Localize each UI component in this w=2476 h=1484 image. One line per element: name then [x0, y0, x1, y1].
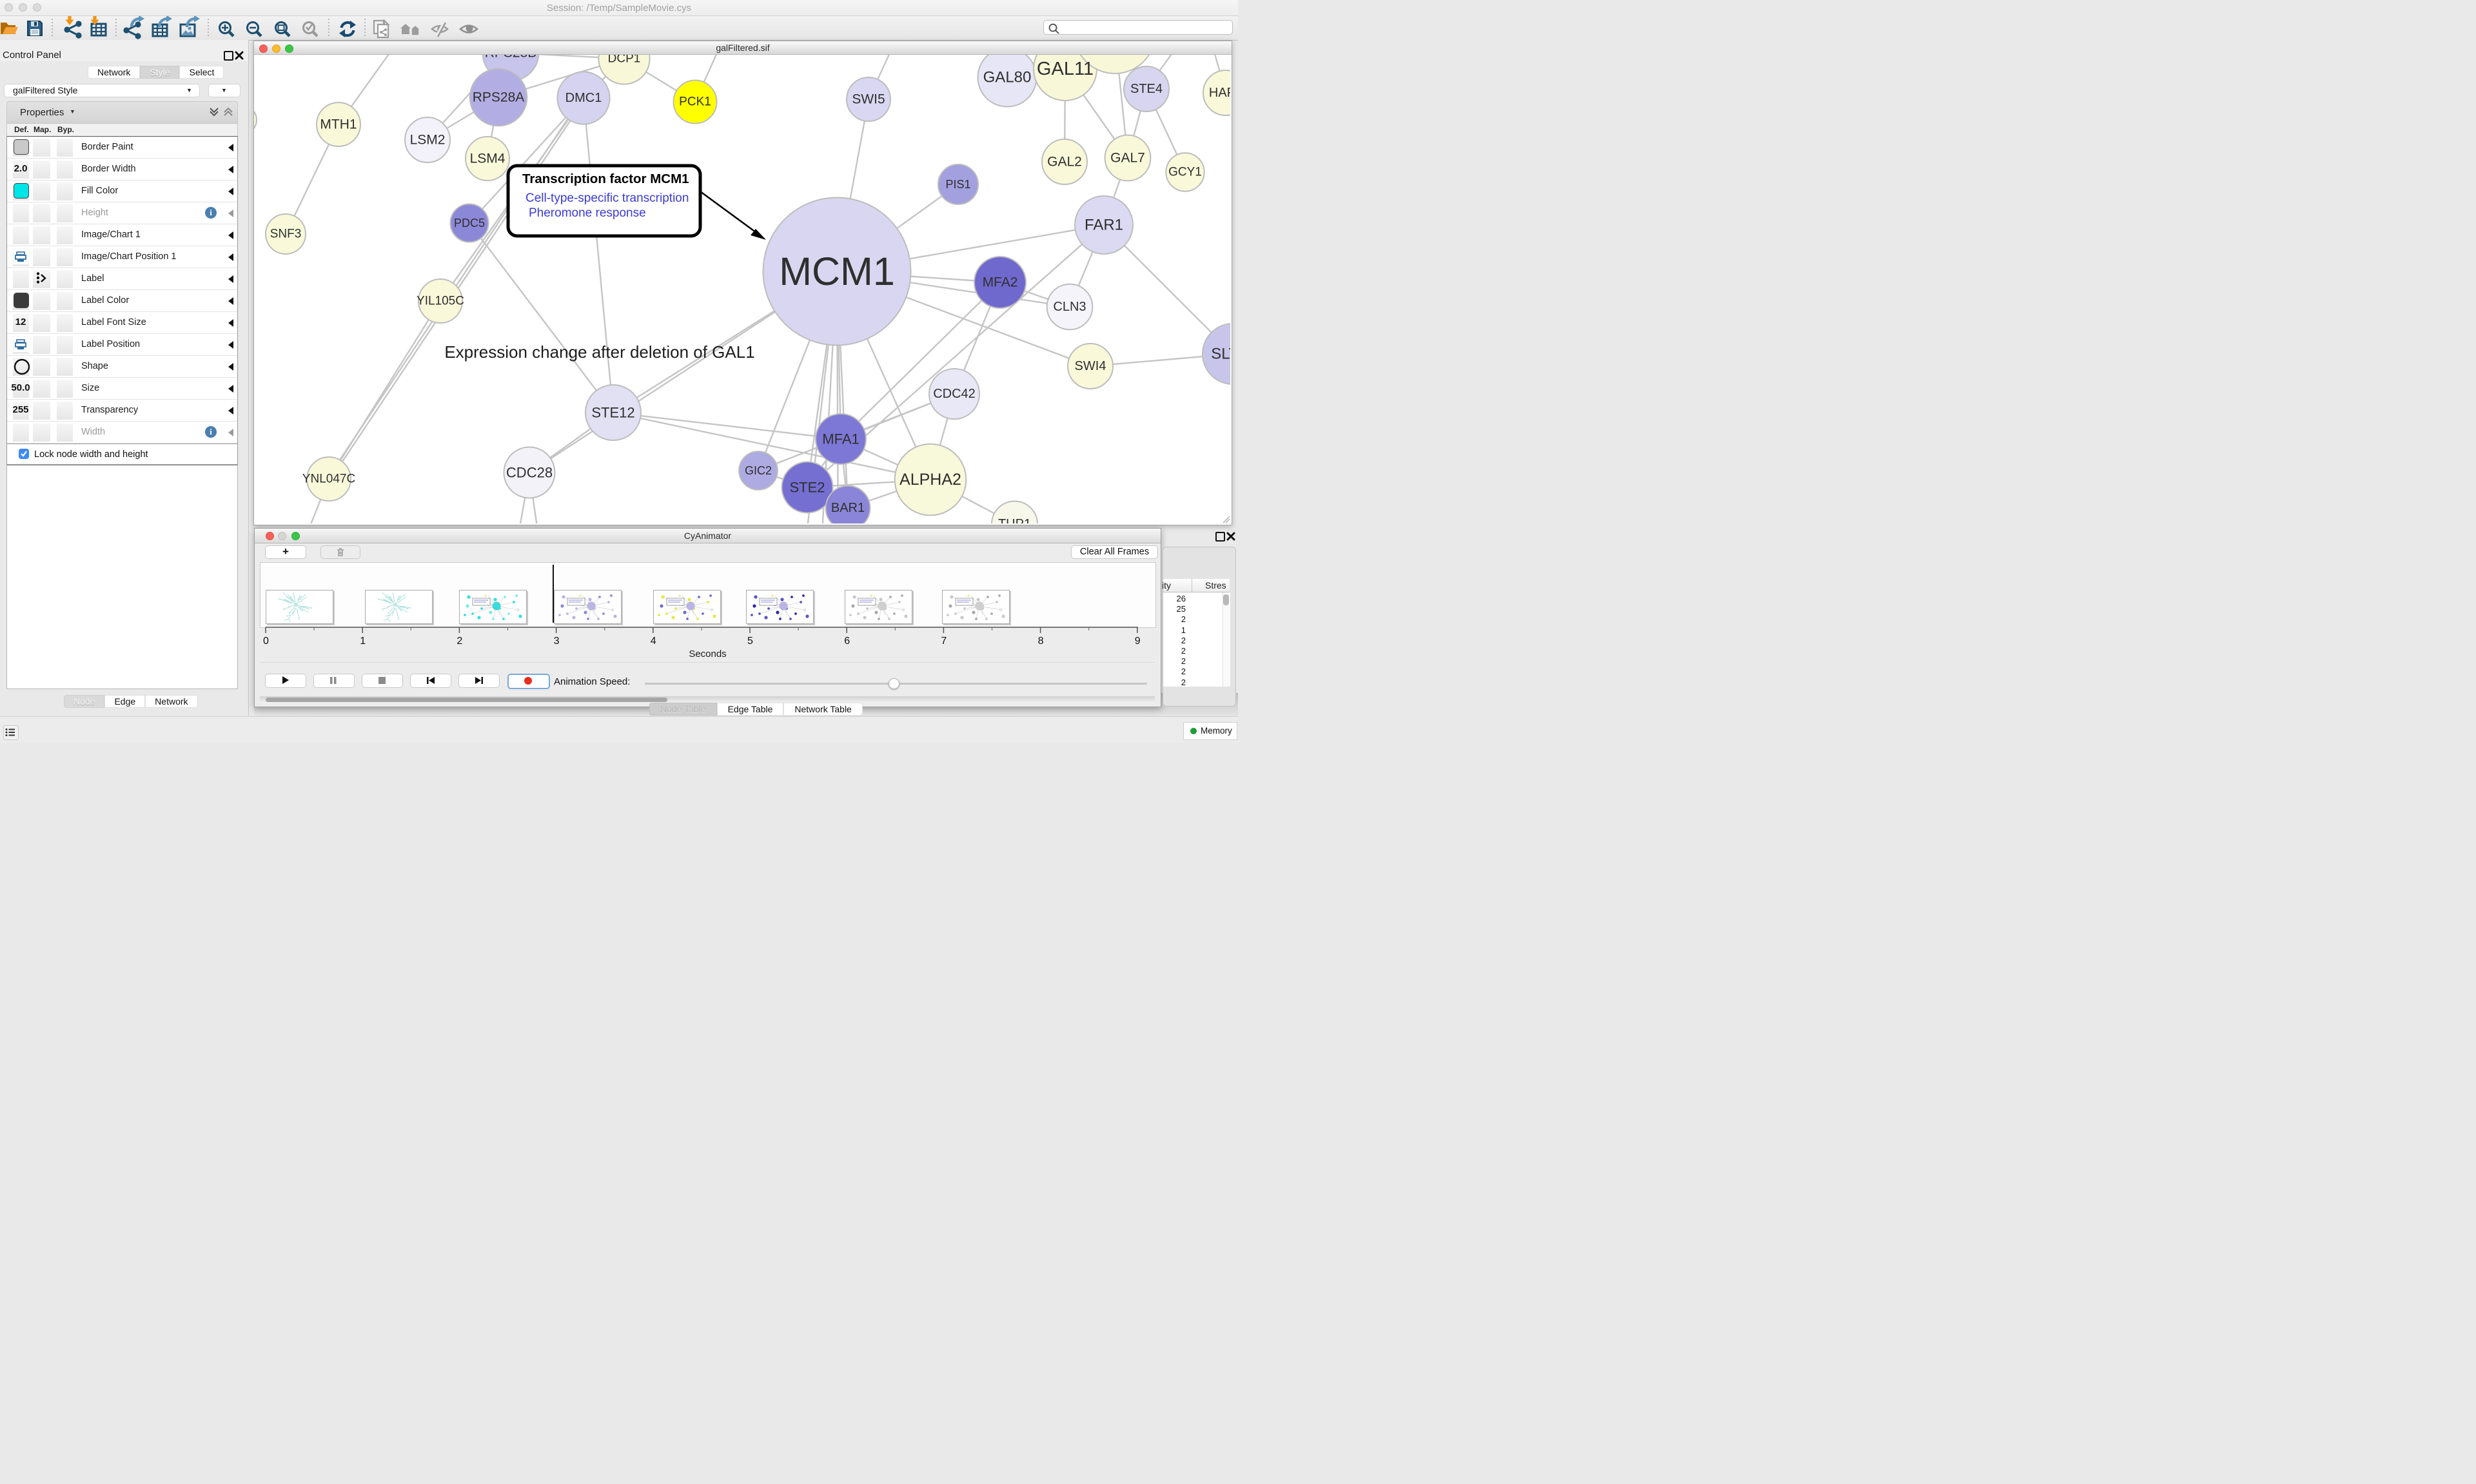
svg-text:MFA1: MFA1 [822, 431, 859, 447]
svg-text:TUP1: TUP1 [998, 517, 1031, 523]
svg-text:GAL7: GAL7 [1110, 151, 1145, 166]
svg-text:FAR1: FAR1 [1085, 217, 1123, 234]
svg-text:Expression change after deleti: Expression change after deletion of GAL1 [444, 342, 754, 362]
svg-text:GAL2: GAL2 [1047, 155, 1082, 170]
svg-text:CLN3: CLN3 [1053, 300, 1086, 314]
svg-text:STE2: STE2 [789, 480, 825, 496]
svg-text:GIC2: GIC2 [745, 464, 772, 477]
svg-text:DMC1: DMC1 [565, 91, 602, 105]
svg-text:YNL047C: YNL047C [302, 473, 355, 486]
svg-text:MFA2: MFA2 [983, 275, 1018, 290]
svg-text:YIL105C: YIL105C [417, 295, 464, 308]
svg-text:DCP1: DCP1 [608, 55, 641, 66]
svg-text:LSM2: LSM2 [410, 133, 446, 148]
svg-text:BAR1: BAR1 [831, 501, 865, 515]
svg-text:GAL80: GAL80 [983, 69, 1032, 86]
svg-text:SWI5: SWI5 [852, 92, 885, 107]
svg-text:RPS28B: RPS28B [485, 55, 537, 61]
svg-text:SNF3: SNF3 [270, 228, 302, 241]
svg-text:PCK1: PCK1 [679, 95, 711, 109]
svg-text:STE4: STE4 [1130, 82, 1163, 96]
svg-text:ALPHA2: ALPHA2 [899, 471, 961, 489]
svg-text:Transcription factor MCM1: Transcription factor MCM1 [522, 171, 689, 186]
svg-text:GAL11: GAL11 [1037, 59, 1094, 79]
svg-text:Pheromone response: Pheromone response [529, 206, 646, 220]
svg-text:Cell-type-specific transcripti: Cell-type-specific transcription [526, 191, 689, 205]
svg-text:PIS1: PIS1 [945, 178, 970, 191]
svg-text:CDC28: CDC28 [506, 465, 553, 481]
svg-text:MCM1: MCM1 [779, 249, 895, 293]
svg-text:CDC42: CDC42 [933, 387, 976, 401]
svg-text:STE12: STE12 [591, 405, 634, 421]
svg-text:PDC5: PDC5 [454, 217, 485, 229]
svg-text:HAP2: HAP2 [1209, 86, 1230, 100]
svg-text:RPS28A: RPS28A [473, 90, 525, 105]
svg-text:SLT2: SLT2 [1211, 346, 1230, 363]
svg-text:GCY1: GCY1 [1168, 166, 1202, 179]
svg-text:LSM4: LSM4 [470, 151, 506, 166]
svg-text:SWI4: SWI4 [1075, 359, 1106, 373]
svg-text:MTH1: MTH1 [320, 117, 357, 132]
